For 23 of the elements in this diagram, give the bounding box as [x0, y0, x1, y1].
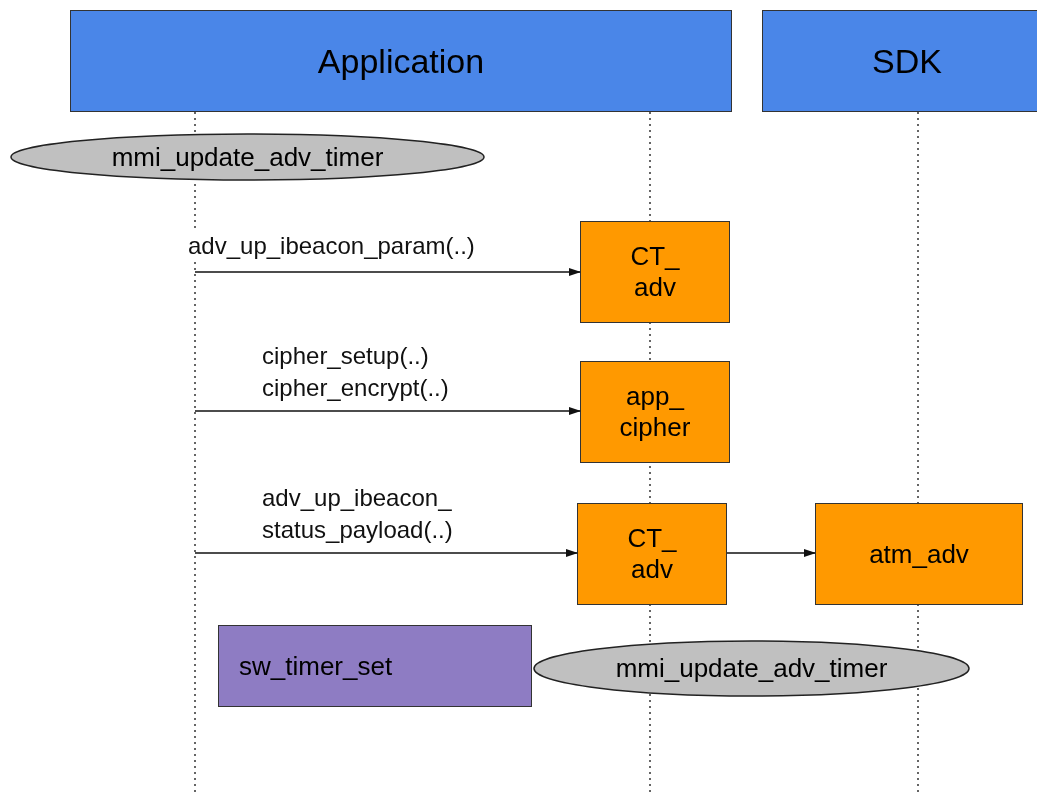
process-box — [815, 503, 1023, 605]
arrow — [194, 549, 578, 557]
node-label: mmi_update_adv_timer — [111, 141, 384, 173]
header-box — [762, 10, 1037, 112]
ellipse-node — [10, 133, 485, 181]
node-label: Application — [317, 41, 485, 81]
header-box — [70, 10, 732, 112]
process-box — [580, 221, 730, 323]
node-label: SDK — [872, 41, 942, 81]
node-label: atm_adv — [869, 538, 969, 570]
node-label: CT_ adv — [627, 523, 677, 585]
arrow — [194, 407, 581, 415]
node-label: CT_ adv — [630, 241, 680, 303]
process-box — [580, 361, 730, 463]
node-label: app_ cipher — [619, 381, 691, 443]
arrow — [194, 268, 581, 276]
process-box — [218, 625, 532, 707]
node-label: mmi_update_adv_timer — [615, 653, 888, 684]
node-label: sw_timer_set — [239, 650, 393, 682]
ellipse-node — [533, 640, 970, 697]
process-box — [577, 503, 727, 605]
arrow — [726, 549, 816, 557]
edge-label: adv_up_ibeacon_param(..) — [188, 230, 475, 262]
